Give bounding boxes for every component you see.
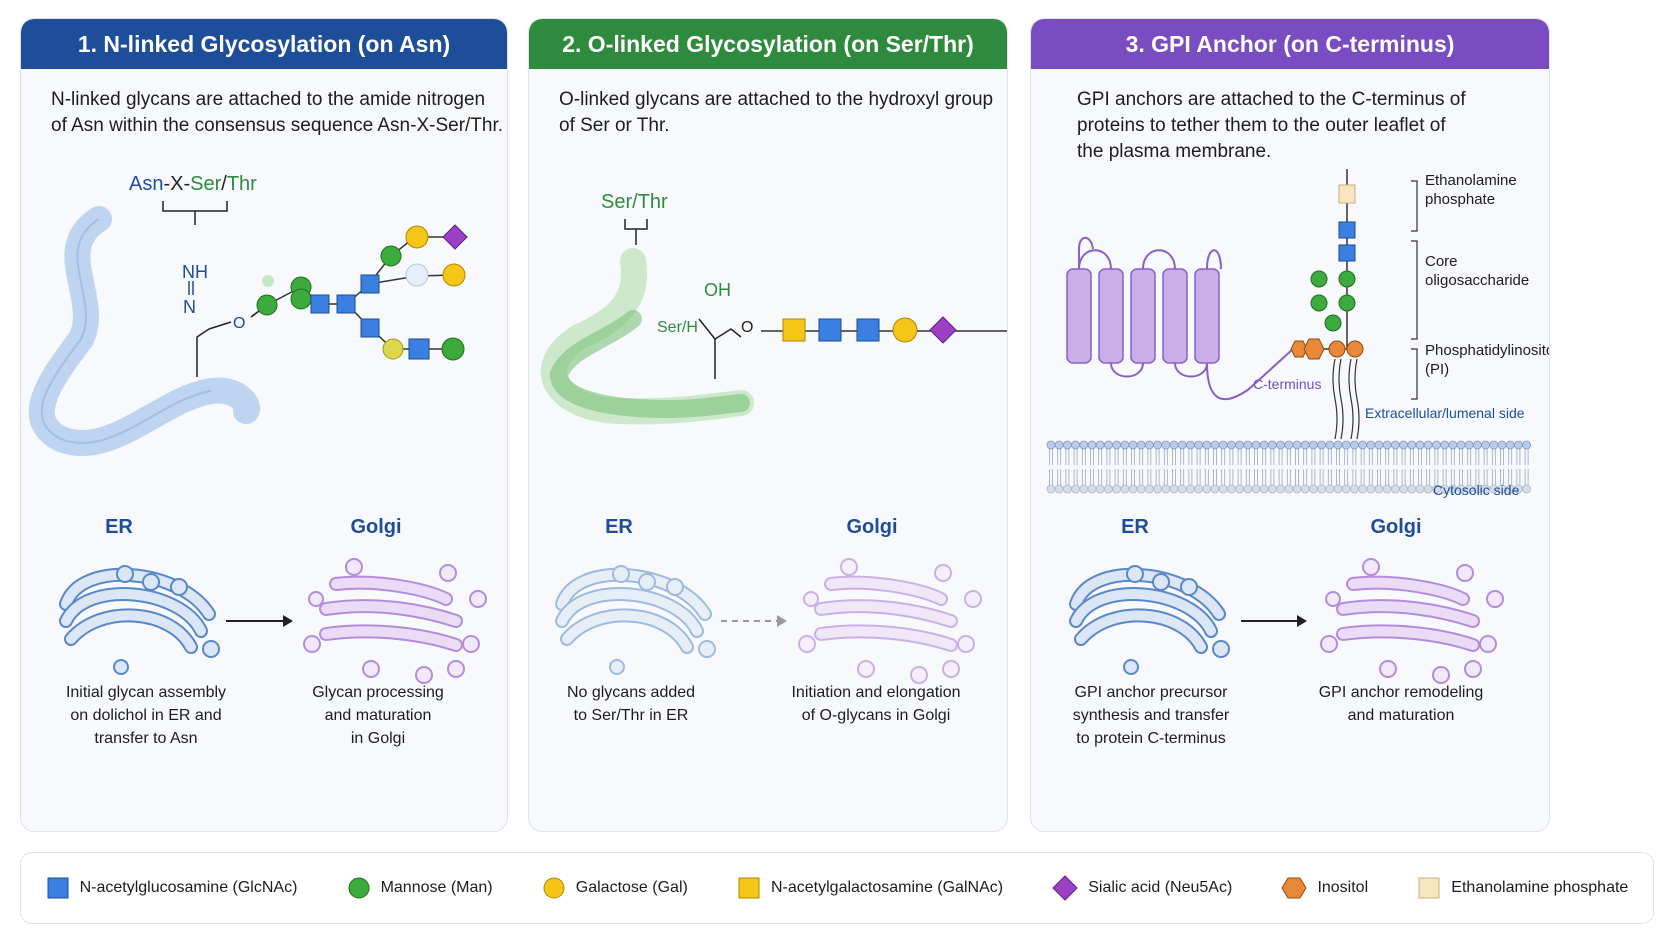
blue-square-icon	[47, 877, 69, 899]
protein-ribbon	[28, 206, 261, 457]
golgi-organelle-icon	[798, 558, 982, 684]
glcnac-icon	[408, 338, 430, 360]
legend-item-galnac: N-acetylgalactosamine (GalNAc)	[737, 876, 1003, 900]
glcnac-icon	[1338, 221, 1356, 239]
membrane-bilayer	[1046, 440, 1532, 494]
legend-item-mannose: Mannose (Man)	[347, 876, 493, 900]
legend: N-acetylglucosamine (GlcNAc) Mannose (Ma…	[20, 852, 1654, 924]
panel-description: O-linked glycans are attached to the hyd…	[559, 89, 994, 136]
atom-label-oh: OH	[704, 280, 731, 300]
ethanolamine-phosphate-icon	[1338, 184, 1356, 204]
orange-hexagon-icon	[1281, 877, 1308, 899]
mannose-icon	[1338, 294, 1356, 312]
galactose-icon	[892, 317, 918, 343]
panel-gpi-anchor: 3. GPI Anchor (on C-terminus) GPI anchor…	[1030, 18, 1550, 832]
golgi-label: Golgi	[350, 516, 402, 538]
mannose-icon	[262, 275, 274, 287]
transmembrane-helix-icon	[1066, 249, 1294, 401]
mannose-icon	[290, 288, 312, 310]
phosphatidylinositol-label: Phosphatidylinositol(PI)	[1425, 342, 1550, 378]
galactose-icon	[405, 263, 429, 287]
glcnac-icon	[360, 318, 380, 338]
glcnac-icon	[336, 294, 356, 314]
yellow-square-icon	[738, 877, 760, 899]
panel-n-linked: 1. N-linked Glycosylation (on Asn) N-lin…	[20, 18, 508, 832]
green-circle-icon	[348, 877, 370, 899]
cytosolic-side-label: Cytosolic side	[1433, 482, 1520, 498]
glcnac-icon	[360, 274, 380, 294]
panel-title: 2. O-linked Glycosylation (on Ser/Thr)	[529, 19, 1007, 69]
er-label: ER	[105, 516, 133, 538]
galactose-icon	[405, 225, 429, 249]
golgi-label: Golgi	[846, 516, 898, 538]
o-linked-diagram	[540, 219, 1007, 684]
glcnac-icon	[1338, 244, 1356, 262]
inositol-icon	[1303, 338, 1325, 360]
atom-label-o: O	[233, 315, 246, 332]
mannose-icon	[256, 294, 278, 316]
glcnac-icon	[310, 294, 330, 314]
mannose-icon	[1310, 294, 1328, 312]
c-terminus-label: C-terminus	[1253, 376, 1322, 392]
glcnac-icon	[818, 318, 842, 342]
legend-item-galactose: Galactose (Gal)	[542, 876, 688, 900]
gpi-diagram	[1046, 169, 1532, 684]
sialic-acid-icon	[442, 224, 468, 250]
mannose-icon	[1338, 270, 1356, 288]
golgi-label: Golgi	[1370, 516, 1422, 538]
er-label: ER	[605, 516, 633, 538]
residue-label: Ser/Thr	[601, 191, 668, 213]
atom-label-serh: Ser/H	[657, 319, 698, 336]
panel-description: N-linked glycans are attached to the ami…	[51, 89, 504, 136]
purple-diamond-icon	[1052, 875, 1078, 901]
er-organelle-icon	[555, 565, 716, 675]
inositol-icon	[1290, 340, 1308, 358]
golgi-organelle-icon	[303, 558, 487, 684]
mannose-icon	[441, 337, 465, 361]
atom-label-nh: NH	[182, 262, 208, 282]
atom-label-n: N	[183, 297, 196, 317]
galnac-icon	[782, 318, 806, 342]
galactose-icon	[442, 263, 466, 287]
er-organelle-icon	[59, 565, 220, 675]
panel-title: 3. GPI Anchor (on C-terminus)	[1031, 19, 1549, 69]
consensus-sequence: Asn-X-Ser/Thr	[129, 173, 257, 195]
mannose-icon	[1324, 314, 1342, 332]
panel-title: 1. N-linked Glycosylation (on Asn)	[21, 19, 507, 69]
legend-item-ethanolamine: Ethanolamine phosphate	[1417, 876, 1628, 900]
glcnac-icon	[856, 318, 880, 342]
legend-item-sialic-acid: Sialic acid (Neu5Ac)	[1052, 875, 1232, 901]
legend-item-glcnac: N-acetylglucosamine (GlcNAc)	[46, 876, 297, 900]
er-organelle-icon	[1069, 565, 1230, 675]
galactose-icon	[382, 338, 404, 360]
panel-description: GPI anchors are attached to the C-termin…	[1077, 89, 1466, 162]
mannose-icon	[1310, 270, 1328, 288]
atom-label-o: O	[741, 319, 754, 336]
er-label: ER	[1121, 516, 1149, 538]
legend-item-inositol: Inositol	[1281, 876, 1368, 900]
beige-square-icon	[1418, 877, 1440, 899]
golgi-organelle-icon	[1320, 558, 1504, 684]
mannose-icon	[380, 245, 402, 267]
sialic-acid-icon	[929, 316, 957, 344]
extracellular-side-label: Extracellular/lumenal side	[1365, 405, 1525, 421]
n-linked-diagram	[28, 201, 487, 684]
yellow-circle-icon	[543, 877, 565, 899]
panel-o-linked: 2. O-linked Glycosylation (on Ser/Thr) O…	[528, 18, 1008, 832]
